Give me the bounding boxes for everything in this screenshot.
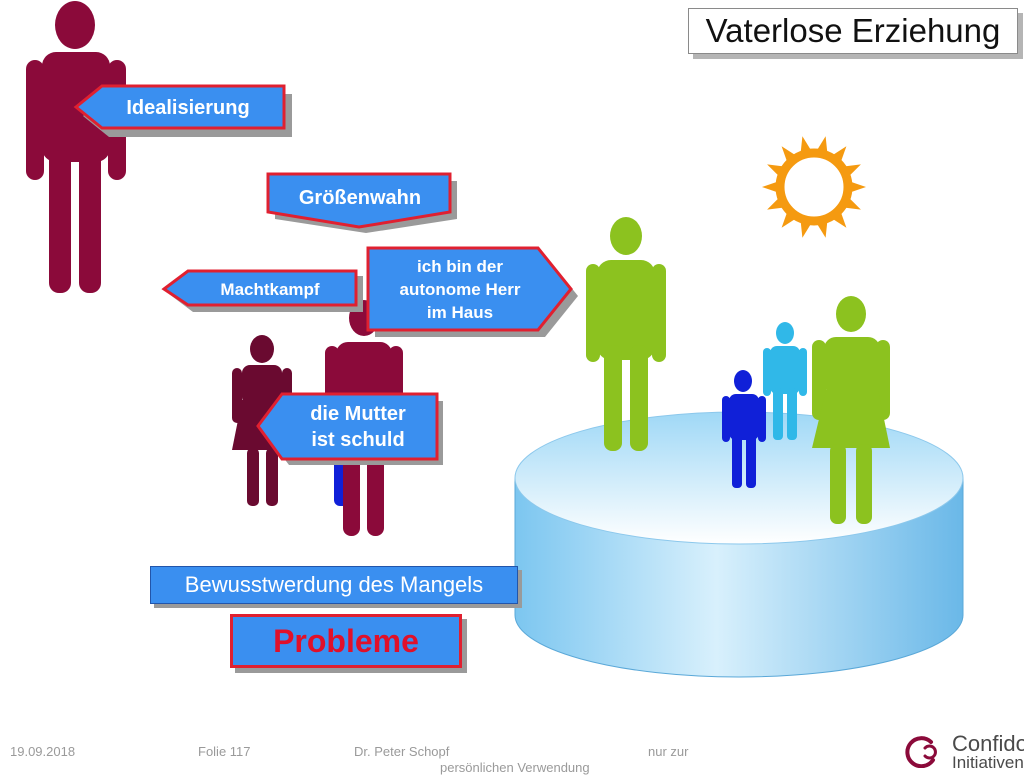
blue-child-figure	[722, 370, 766, 488]
groessenwahn-arrow-shape	[266, 172, 457, 233]
sun-ray	[800, 136, 811, 152]
sun-ray	[817, 136, 828, 152]
father-figure-large	[26, 1, 126, 293]
machtkampf-arrow-shape	[161, 269, 363, 312]
footer-date: 19.09.2018	[10, 744, 76, 759]
sun-icon	[762, 136, 866, 238]
mutter-arrow-shape	[256, 392, 443, 465]
idealisierung-arrow-shape	[73, 84, 292, 137]
probleme-label: Probleme	[230, 614, 462, 668]
idealisierung-label: Idealisierung	[126, 97, 249, 119]
sun-ray	[817, 222, 828, 238]
cyan-child-figure	[763, 322, 807, 440]
mutter-label-line1: die Mutter	[310, 403, 406, 425]
sun-ray	[762, 182, 777, 192]
confido-logo-icon	[905, 736, 937, 768]
footer-author: Dr. Peter Schopf	[354, 744, 450, 759]
slide-title: Vaterlose Erziehung	[688, 8, 1018, 54]
logo-line2: Initiativen	[952, 753, 1024, 772]
machtkampf-label: Machtkampf	[220, 280, 320, 299]
footer-slide-number: Folie 117	[198, 744, 251, 759]
sun-ray	[851, 182, 866, 192]
groessenwahn-label: Größenwahn	[299, 187, 421, 209]
sun-ray	[800, 222, 811, 238]
logo-line1: Confido	[952, 731, 1024, 756]
green-woman-figure	[812, 296, 890, 524]
footer-note: nur zur	[648, 744, 689, 759]
herr-label-line3: im Haus	[427, 303, 493, 322]
green-man-figure	[586, 217, 666, 451]
herr-label-line2: autonome Herr	[400, 280, 521, 299]
herr-arrow-shape	[366, 246, 578, 337]
mangel-label: Bewusstwerdung des Mangels	[150, 566, 518, 604]
mutter-label-line2: ist schuld	[311, 429, 404, 451]
herr-label-line1: ich bin der	[417, 257, 503, 276]
